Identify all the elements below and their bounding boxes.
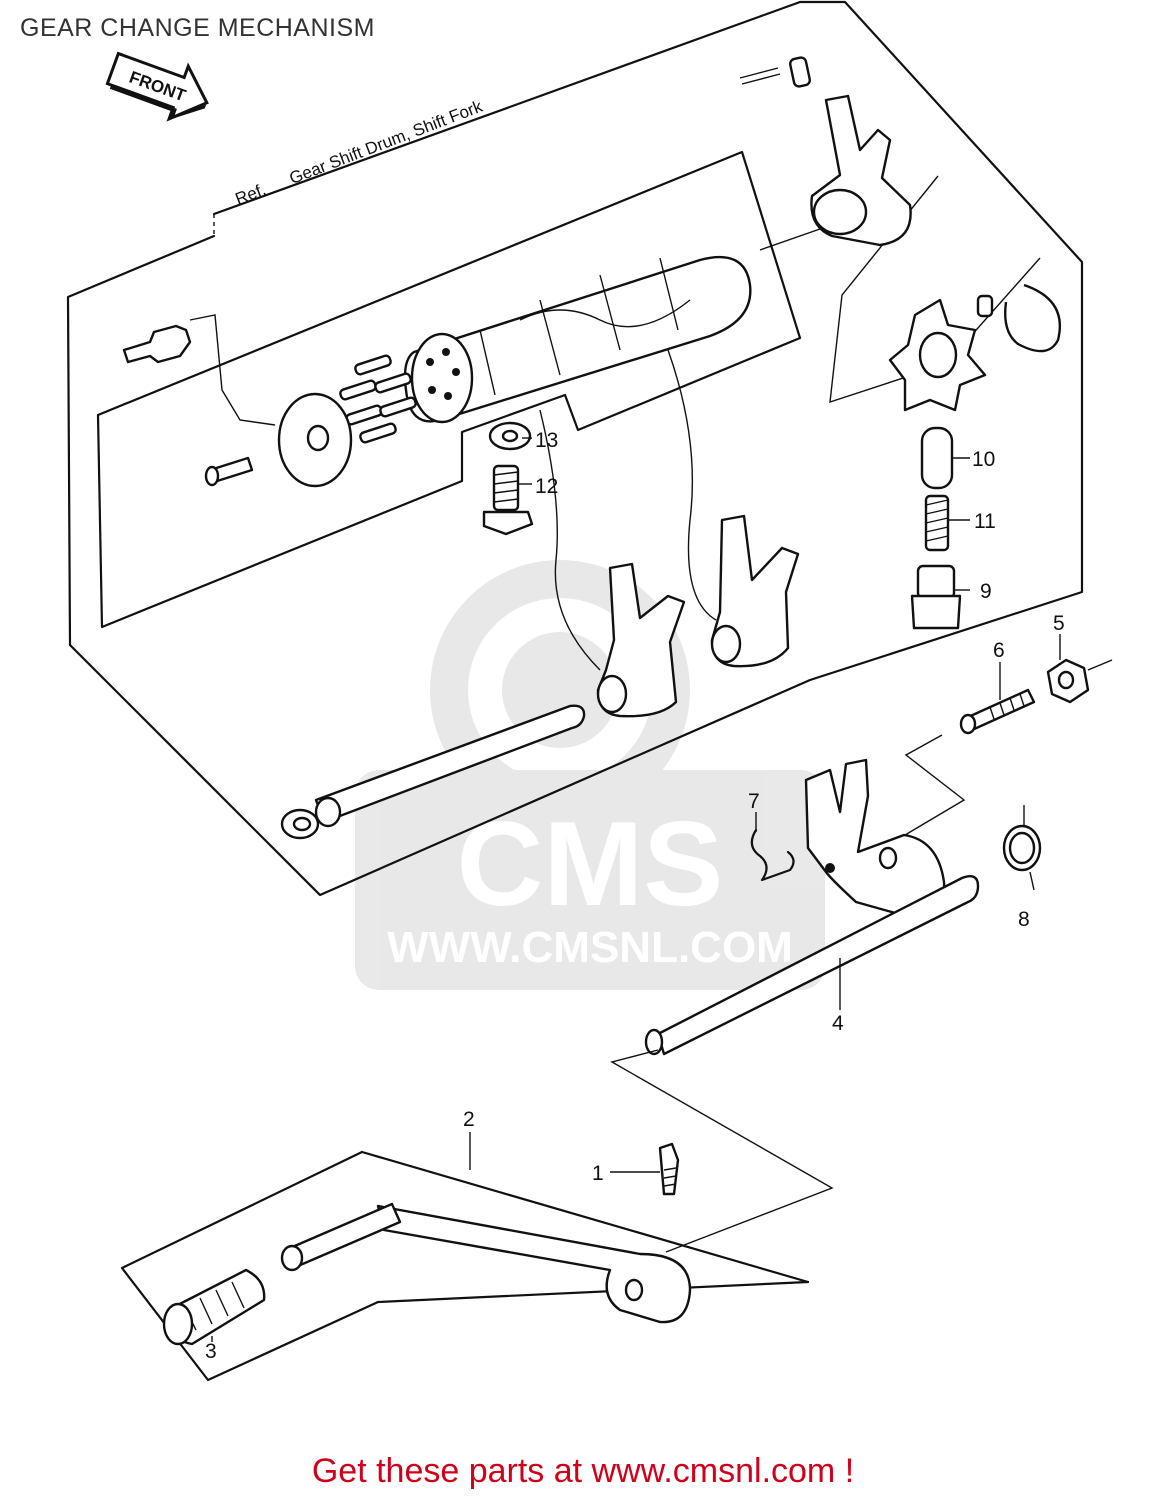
reference-label: Ref. Gear Shift Drum, Shift Fork [233,97,486,209]
front-arrow-icon: FRONT [105,51,209,122]
callout-13: 13 [535,429,558,452]
detent-star [888,298,987,412]
shift-drum [403,255,752,424]
return-spring [750,828,795,882]
callout-6: 6 [993,639,1005,662]
reference-text: Gear Shift Drum, Shift Fork [287,97,486,188]
shift-fork-right [710,514,800,668]
page-title: GEAR CHANGE MECHANISM [20,14,375,42]
callout-12: 12 [535,475,558,498]
pedal-frame [120,1150,810,1382]
shift-fork-left [596,562,686,718]
callout-1: 1 [592,1162,604,1185]
pedal-bolt [658,1142,680,1196]
callout-10: 10 [972,448,995,471]
detent-pin [976,294,994,318]
detent-plunger [920,426,954,490]
callout-3: 3 [205,1340,217,1363]
watermark: CMS WWW.CMSNL.COM [355,560,825,990]
watermark-url: WWW.CMSNL.COM [387,923,793,972]
callout-11: 11 [974,510,996,533]
callout-4: 4 [832,1012,844,1035]
callout-2: 2 [463,1108,475,1131]
watermark-brand: CMS [457,797,724,931]
shift-fork-pin [739,56,812,88]
drum-washer [488,421,532,451]
pawl-nut [1046,658,1090,704]
reference-prefix: Ref. [233,180,269,209]
fork-shaft [314,704,586,828]
shift-shaft [644,875,980,1056]
shift-pedal [280,1202,692,1324]
drum-plate [277,392,353,488]
callout-8: 8 [1018,908,1030,931]
circlip [1004,283,1061,353]
drum-pins [339,354,417,444]
callout-5: 5 [1053,612,1065,635]
callout-7: 7 [748,790,760,813]
plate-screw [204,456,254,487]
drum-bolt [482,464,534,536]
neutral-switch [122,324,192,364]
shaft-clip [280,808,320,840]
detent-spring [924,494,950,552]
reference-frame-top [212,0,802,216]
detent-frame [829,175,1041,404]
pedal-rubber [162,1268,266,1346]
shift-arm [804,758,946,922]
pawl-bolt [959,688,1036,735]
callout-labels: 1 2 3 4 5 6 7 8 9 10 11 12 13 [205,429,1065,1363]
reference-frame-outer [66,0,1084,897]
callout-leaders [211,437,1061,1342]
detent-plug [910,564,962,630]
get-parts-link[interactable]: Get these parts at www.cmsnl.com ! [311,1452,855,1490]
shift-fork-upper [810,94,912,247]
pawl-spring [1002,805,1042,891]
drum-frame-inner [96,150,802,629]
callout-9: 9 [980,580,992,603]
